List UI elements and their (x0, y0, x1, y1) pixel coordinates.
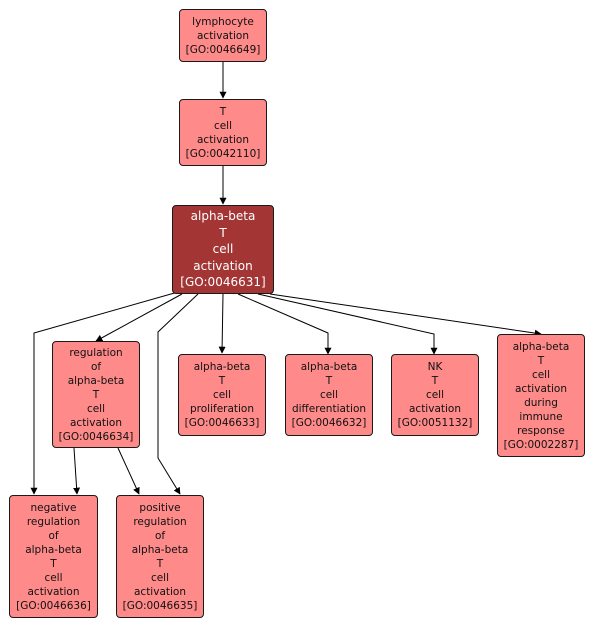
node-label-line: cell (531, 368, 551, 381)
edge-regulation-to-positive-regulation (117, 447, 140, 495)
node-label-line: T (219, 105, 227, 118)
node-label-line: of (90, 360, 102, 373)
node-label-line: lymphocyte (192, 15, 254, 28)
node-go-id: [GO:0042110] (185, 147, 261, 160)
node-label-line: alpha-beta (193, 361, 251, 373)
node-go-id: [GO:0002287] (503, 438, 579, 451)
node-go-id: [GO:0046632] (291, 417, 367, 429)
node-label-line: during (524, 396, 558, 409)
edge-alpha-beta-to-proliferation (218, 293, 226, 354)
node-label-line: of (154, 529, 166, 542)
node-label-line: T (325, 375, 333, 387)
node-label-line: activation (196, 29, 249, 42)
node-label-line: activation (27, 585, 80, 598)
node-label-line: alpha-beta (131, 543, 189, 556)
edge-alpha-beta-to-nk-t-cell (257, 293, 438, 355)
node-label-line: regulation (133, 515, 187, 528)
node-go-id: [GO:0046631] (180, 275, 266, 290)
edge-alpha-beta-to-negative-regulation (30, 291, 179, 495)
node-go-id: [GO:0051132] (397, 417, 473, 429)
node-label-line: alpha-beta (25, 543, 82, 556)
node-label-line: T (92, 388, 100, 401)
node-label-line: activation (193, 258, 253, 273)
node-label-line: cell (44, 571, 63, 584)
node-label-line: T (431, 375, 439, 387)
node-label-line: NK (427, 361, 443, 373)
node-label-line: immune (519, 410, 563, 423)
node-label-line: activation (408, 403, 461, 415)
edge-alpha-beta-to-immune-response (269, 293, 542, 337)
node-label-line: T (218, 375, 226, 387)
node-label-line: alpha-beta (190, 209, 256, 224)
node-label-line: differentiation (291, 403, 367, 415)
node-label-line: activation (196, 133, 249, 146)
node-label-line: regulation (26, 515, 81, 528)
node-label-line: alpha-beta (67, 374, 125, 387)
node-label-line: cell (425, 389, 445, 401)
node-label-line: proliferation (189, 403, 255, 415)
node-label-line: T (219, 225, 227, 240)
edge-alpha-beta-to-regulation (95, 293, 183, 342)
node-label-line: negative (30, 501, 77, 514)
node-label-line: cell (212, 242, 234, 257)
node-label-line: activation (514, 382, 567, 395)
node-label-line: T (50, 557, 57, 570)
node-label-line: response (517, 424, 565, 437)
node-label-line: positive (139, 501, 181, 514)
node-go-id: [GO:0046635] (122, 599, 198, 612)
node-label-line: activation (133, 585, 186, 598)
edge-alpha-beta-to-differentiation (237, 293, 332, 355)
node-label-line: T (537, 354, 545, 367)
node-label-line: activation (69, 416, 122, 429)
node-label-line: cell (86, 402, 106, 415)
node-label-line: cell (213, 119, 233, 132)
node-label-line: alpha-beta (300, 361, 358, 373)
node-go-id: [GO:0046633] (184, 417, 260, 429)
node-label-line: cell (319, 389, 339, 401)
node-label-line: cell (150, 571, 170, 584)
edge-regulation-to-negative-regulation (73, 447, 81, 495)
edge-alpha-beta-to-positive-regulation (157, 293, 199, 495)
node-label-line: alpha-beta (512, 340, 570, 353)
node-go-id: [GO:0046649] (185, 43, 261, 56)
node-go-id: [GO:0046634] (58, 430, 134, 443)
node-label-line: regulation (69, 346, 123, 359)
node-label-line: of (48, 529, 59, 542)
node-label-line: cell (212, 389, 232, 401)
node-label-line: T (156, 557, 164, 570)
node-go-id: [GO:0046636] (16, 599, 91, 612)
